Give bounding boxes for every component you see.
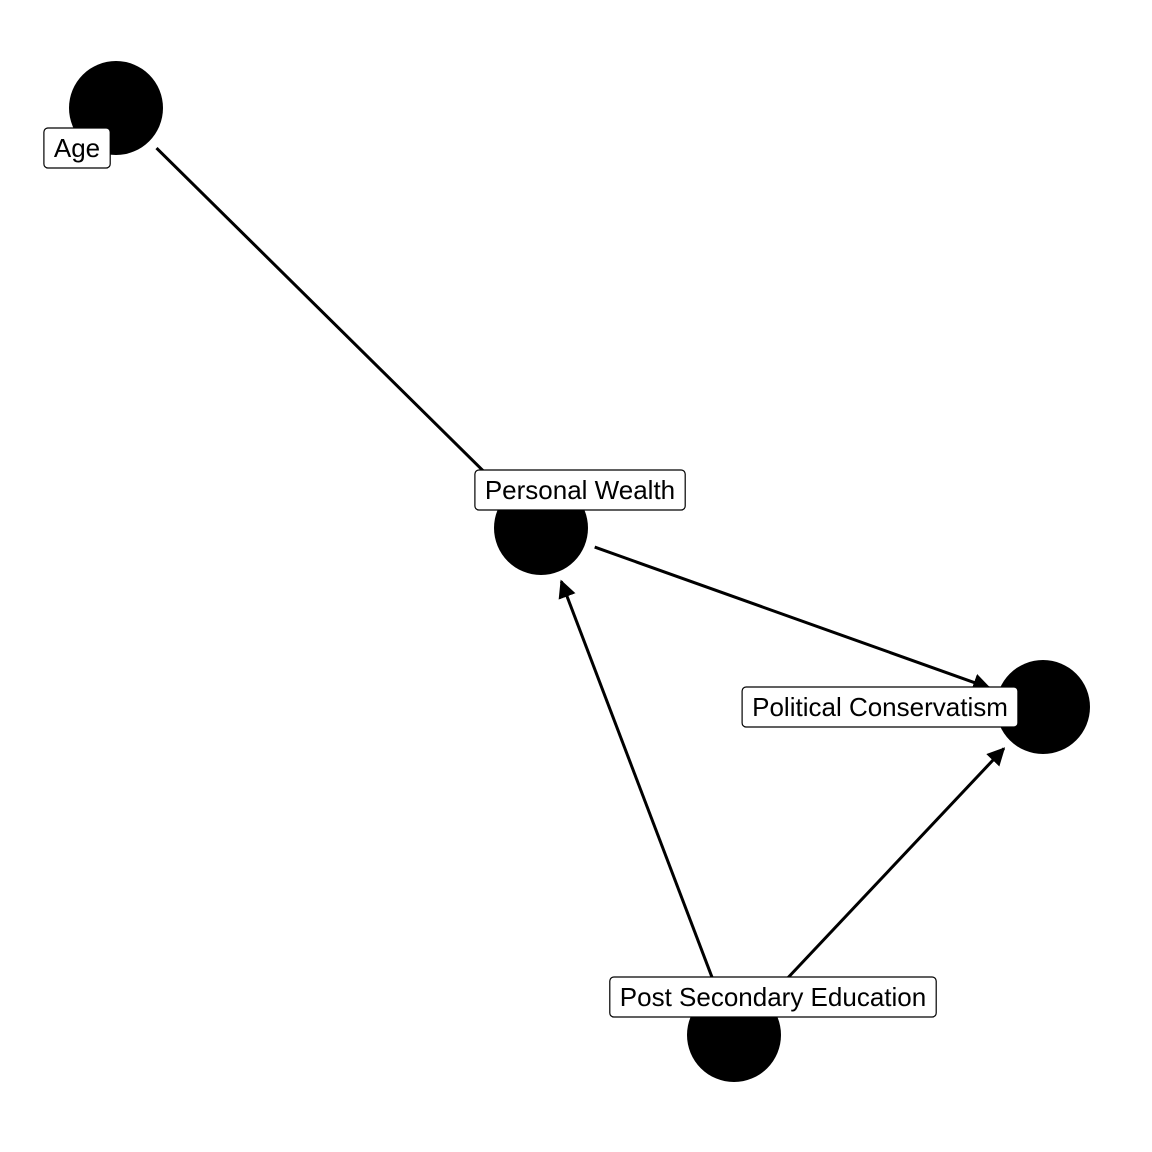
edge-post-secondary-education-to-political-conservatism — [772, 747, 1006, 995]
label-personal-wealth: Personal Wealth — [474, 469, 686, 511]
labels-group: Age Personal Wealth Political Conservati… — [43, 127, 1019, 1018]
label-age-text: Age — [54, 133, 100, 163]
label-personal-wealth-text: Personal Wealth — [485, 475, 675, 505]
edge-personal-wealth-to-political-conservatism — [594, 545, 991, 691]
label-post-secondary-education: Post Secondary Education — [609, 976, 937, 1018]
edges-group — [155, 147, 1006, 995]
label-post-secondary-education-text: Post Secondary Education — [620, 982, 926, 1012]
node-political-conservatism — [996, 660, 1090, 754]
edge-age-to-personal-wealth — [155, 147, 502, 489]
label-political-conservatism-text: Political Conservatism — [752, 692, 1008, 722]
label-age: Age — [43, 127, 111, 169]
edge-post-secondary-education-to-personal-wealth — [558, 579, 716, 983]
label-political-conservatism: Political Conservatism — [741, 686, 1019, 728]
